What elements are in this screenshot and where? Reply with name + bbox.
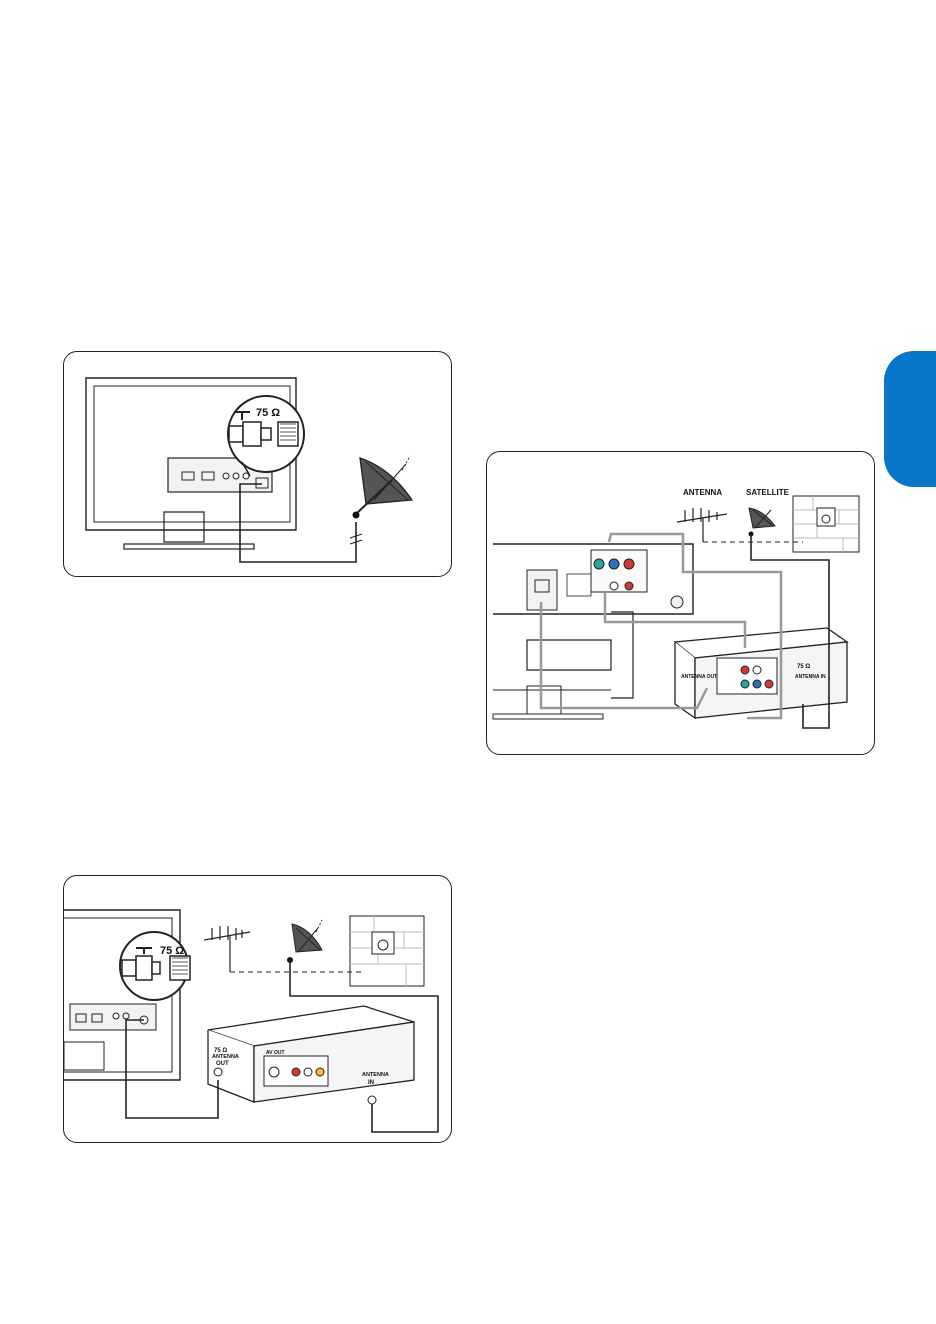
figure-tv-settop-box-component: ANTENNA OUT ANTENNA IN 75 Ω ANTENNA SATE… xyxy=(486,451,875,755)
antenna-label: ANTENNA xyxy=(683,488,722,497)
impedance-label: 75 Ω xyxy=(256,407,280,419)
coax-cable xyxy=(240,484,356,562)
wall-outlet-icon xyxy=(793,496,859,552)
box-in-label: ANTENNA IN xyxy=(795,674,826,680)
box-impedance: 75 Ω xyxy=(797,664,810,670)
figure-tv-antenna-box: 75 Ω xyxy=(63,875,452,1143)
box-av-out-label: AV OUT xyxy=(266,1050,285,1056)
box-out-label-top: ANTENNA xyxy=(212,1054,239,1060)
antenna-icon xyxy=(677,508,727,542)
antenna-icon xyxy=(204,926,250,972)
figure-tv-satellite: 75 Ω xyxy=(63,351,452,577)
impedance-label: 75 Ω xyxy=(160,945,184,957)
box-out-label: ANTENNA OUT xyxy=(681,674,717,680)
figure-tv-settop-box-illustration: ANTENNA OUT ANTENNA IN 75 Ω ANTENNA SATE… xyxy=(487,452,874,754)
satellite-dish-icon xyxy=(287,920,322,963)
satellite-label: SATELLITE xyxy=(746,488,790,497)
satellite-dish-icon xyxy=(353,456,413,519)
wall-outlet-icon xyxy=(350,916,424,986)
tv-stand xyxy=(164,512,204,542)
box-in-label-top: ANTENNA xyxy=(362,1072,389,1078)
box-in-label-bottom: IN xyxy=(368,1080,374,1086)
figure-tv-antenna-box-illustration: 75 Ω xyxy=(64,876,451,1142)
settop-box xyxy=(675,628,847,718)
box-out-label-bottom: OUT xyxy=(216,1061,229,1067)
satellite-dish-icon xyxy=(749,508,776,537)
antenna-box xyxy=(208,1006,414,1104)
figure-tv-satellite-illustration: 75 Ω xyxy=(64,352,451,576)
language-tab xyxy=(884,351,936,487)
